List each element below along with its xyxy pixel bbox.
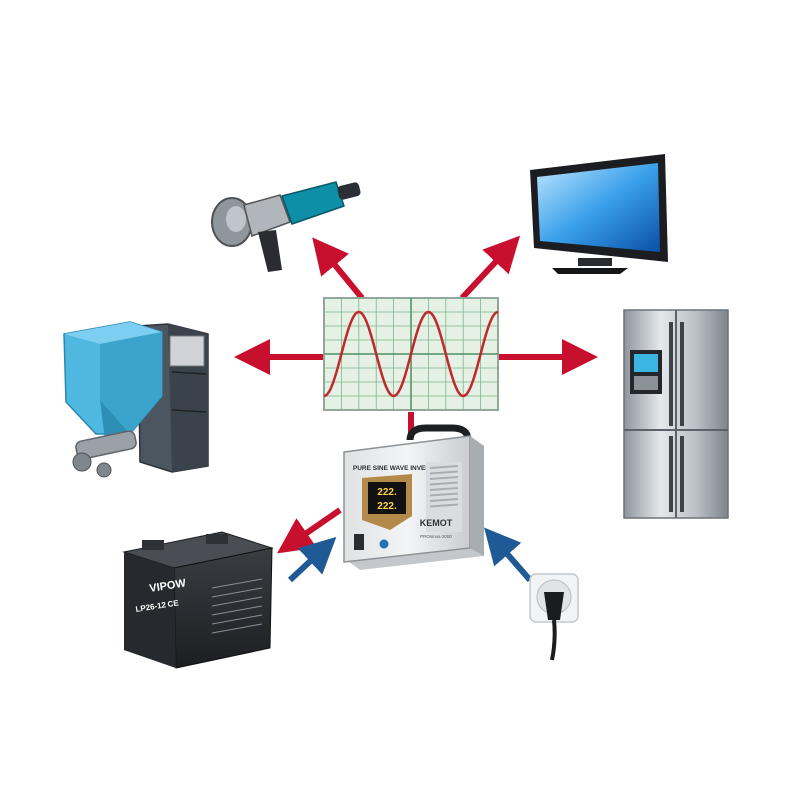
oscilloscope-icon: [323, 297, 499, 411]
power-switch[interactable]: [354, 534, 364, 550]
pellet-boiler-icon: [63, 321, 209, 478]
power-led: [379, 539, 389, 549]
inverter-brand: KEMOT: [420, 518, 453, 528]
wall-outlet-icon: [529, 573, 579, 661]
arrow-mains-input: [484, 527, 533, 582]
sine-wave: [323, 310, 499, 398]
inverter-title: PURE SINE WAVE INVERTER: [353, 465, 443, 472]
battery-label-lines: [211, 578, 263, 634]
arrow-to-tv: [459, 235, 521, 301]
display-top: 222.: [377, 487, 397, 498]
flow-arrows: [234, 235, 598, 583]
angle-grinder-icon: [211, 181, 361, 272]
battery-ce-mark: CE: [167, 598, 180, 609]
battery-brand: VIPOW: [149, 577, 188, 595]
display-bottom: 222.: [377, 501, 397, 512]
arrow-battery-charge: [287, 536, 337, 583]
inverter-model: PROsinus-2000: [420, 534, 452, 539]
arrow-battery-discharge: [277, 507, 342, 554]
refrigerator-icon: [623, 309, 729, 519]
inverter-icon: PURE SINE WAVE INVERTER 222. 222. KEMOT …: [343, 424, 484, 570]
inverter-vents: [429, 465, 459, 508]
tv-icon: [530, 154, 668, 274]
battery-icon: VIPOW LP26-12 CE: [122, 531, 274, 669]
arrow-to-grinder: [312, 237, 365, 300]
